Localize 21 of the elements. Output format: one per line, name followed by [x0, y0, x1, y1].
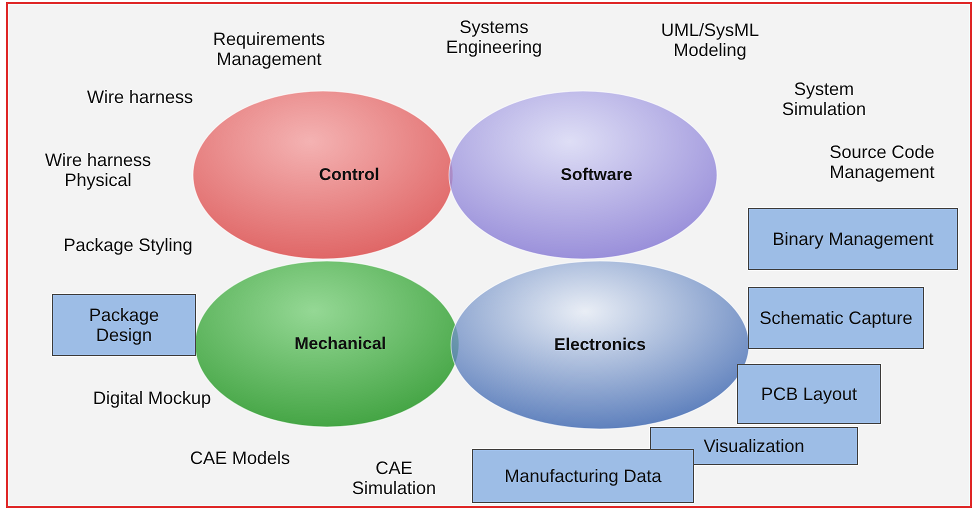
text-box: Binary Management: [748, 208, 958, 270]
topic-label: Requirements Management: [212, 29, 326, 69]
circle-label: Control: [318, 165, 380, 185]
topic-label: Source Code Management: [828, 142, 936, 182]
topic-label: System Simulation: [780, 79, 868, 119]
topic-label: Systems Engineering: [444, 17, 544, 57]
circle-label: Software: [560, 165, 632, 185]
text-box: Schematic Capture: [748, 287, 924, 349]
topic-label: Digital Mockup: [92, 388, 212, 408]
topic-label: Package Styling: [62, 235, 194, 255]
text-box: Package Design: [52, 294, 196, 356]
text-box: Visualization: [650, 427, 858, 465]
topic-label: CAE Simulation: [350, 458, 438, 498]
circle-label: Mechanical: [294, 334, 386, 354]
topic-label: UML/SysML Modeling: [660, 20, 760, 60]
text-box: PCB Layout: [737, 364, 881, 424]
topic-label: CAE Models: [188, 448, 292, 468]
circle-label: Electronics: [554, 335, 646, 355]
topic-label: Wire harness: [86, 87, 194, 107]
topic-label: Wire harness Physical: [44, 150, 152, 190]
text-box: Manufacturing Data: [472, 449, 694, 503]
